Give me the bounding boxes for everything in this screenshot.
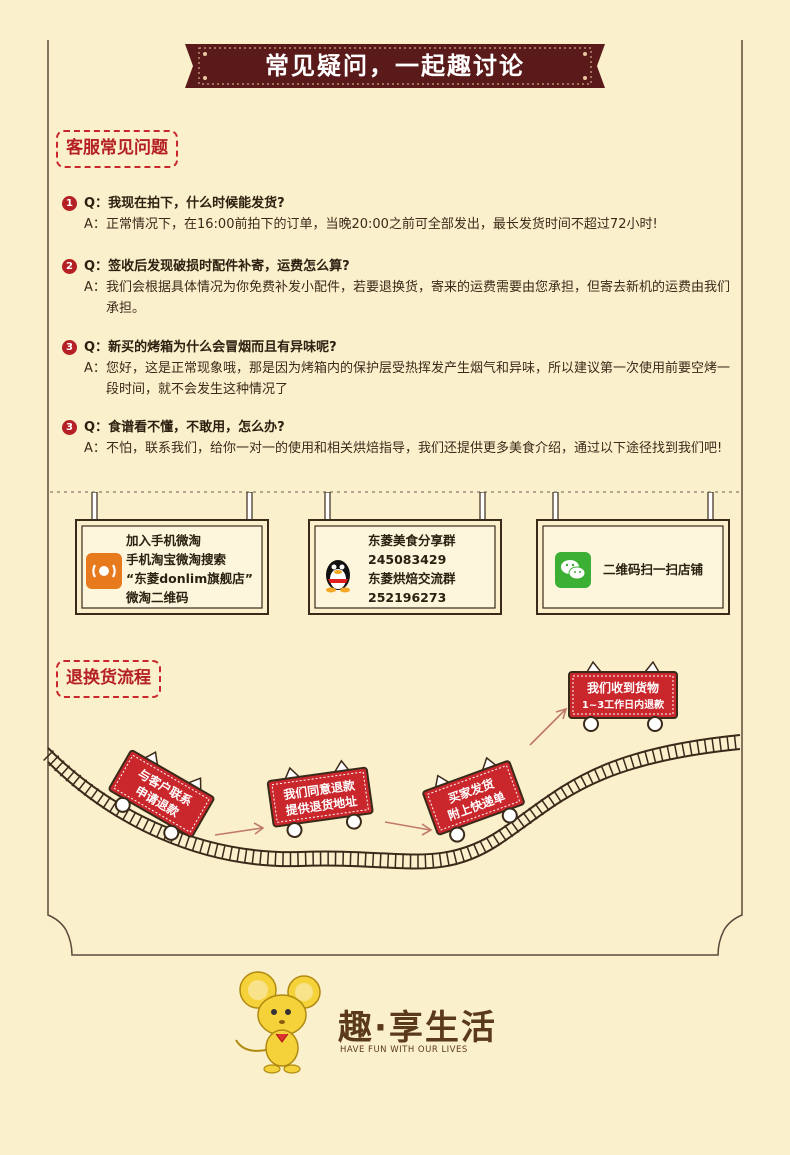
faq-answer: 您好，这是正常现象哦，那是因为烤箱内的保护层受热挥发产生烟气和异味，所以建议第一… — [106, 361, 731, 397]
wechat-icon — [555, 552, 591, 588]
faq-answer: 不怕，联系我们，给你一对一的使用和相关烘焙指导，我们还提供更多美食介绍，通过以下… — [106, 441, 723, 456]
faq-question: 食谱看不懂，不敢用，怎么办? — [108, 420, 285, 435]
sign-board-qq — [308, 492, 502, 615]
flow-step-cart: 买家发货 附上快递单 — [422, 756, 525, 843]
faq-number-badge: 1 — [62, 196, 77, 211]
taobao-weitao-icon — [86, 553, 122, 589]
header-banner — [185, 44, 605, 88]
faq-number-badge: 3 — [62, 340, 77, 355]
qq-penguin-icon — [320, 553, 356, 593]
faq-answer: 正常情况下，在16:00前拍下的订单，当晚20:00之前可全部发出，最长发货时间… — [106, 217, 658, 232]
flow-step-text: 我们收到货物 — [587, 680, 659, 695]
flow-step-text: 1~3工作日内退款 — [582, 698, 665, 711]
flow-step-cart: 我们收到货物 1~3工作日内退款 — [568, 660, 678, 732]
flow-step-cart: 我们同意退款 提供退货地址 — [266, 759, 374, 839]
wechat-sign-text: 二维码扫一扫店铺 — [603, 562, 704, 577]
faq-question: 我现在拍下，什么时候能发货? — [108, 196, 285, 211]
sign-board-taobao — [75, 492, 269, 615]
faq-number-badge: 2 — [62, 259, 77, 274]
footer-logo: 趣·享生活 — [338, 1008, 497, 1048]
faq-answer: 我们会根据具体情况为你免费补发小配件，若要退换货，寄来的运费需要由您承担，但寄去… — [106, 280, 731, 316]
qq-sign-text: 东菱美食分享群 245083429 东菱烘焙交流群 252196273 — [368, 533, 456, 605]
page-title: 常见疑问，一起趣讨论 — [265, 52, 525, 80]
flow-step-cart: 与客户联系 申请退款 — [108, 749, 215, 841]
mouse-mascot-icon — [235, 971, 321, 1074]
faq-question: 签收后发现破损时配件补寄，运费怎么算? — [108, 259, 350, 274]
faq-number-badge: 3 — [62, 420, 77, 435]
return-section-tag: 退换货流程 — [56, 660, 161, 698]
faq-section-tag: 客服常见问题 — [56, 130, 178, 168]
return-flow-track: 与客户联系 申请退款 我们同意退款 提供退货地址 买家发货 附上快递单 我们收到… — [43, 660, 741, 870]
taobao-sign-text: 加入手机微淘 手机淘宝微淘搜索 “东菱donlim旗舰店” 微淘二维码 — [126, 533, 253, 605]
footer-slogan: HAVE FUN WITH OUR LIVES — [340, 1045, 468, 1055]
faq-question: 新买的烤箱为什么会冒烟而且有异味呢? — [108, 340, 337, 355]
